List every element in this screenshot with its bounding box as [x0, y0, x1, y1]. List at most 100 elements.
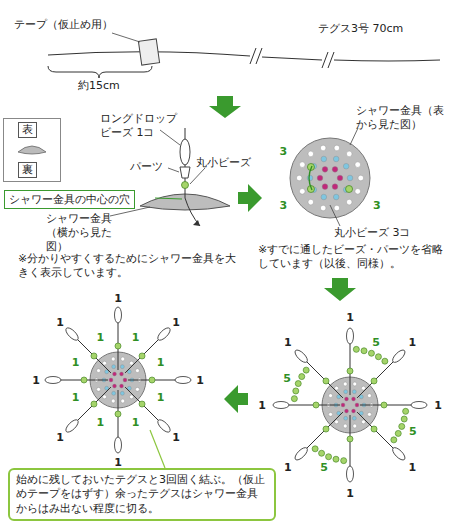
small-bead	[299, 374, 305, 380]
part-label: ※すでに通したビーズ・パーツを省略しています（以後、同様）。	[258, 243, 446, 271]
plate-hole	[334, 145, 340, 151]
plate-hole	[343, 382, 347, 386]
note-box: 始めに残しておいたテグスと3回固く結ぶ。（仮止めテープをはずす）余ったテグスはシ…	[8, 468, 276, 521]
callout-number: 1	[156, 357, 166, 368]
callout-number: 5	[371, 337, 381, 348]
small-bead	[81, 377, 87, 383]
long-drop-bead	[156, 418, 172, 434]
plate-hole	[109, 378, 113, 382]
plate-hole	[120, 365, 124, 369]
step-arrow	[238, 184, 262, 212]
plate-hole	[120, 372, 124, 376]
plate-hole	[123, 378, 127, 382]
step-arrow	[324, 278, 356, 301]
long-drop-bead	[293, 348, 309, 364]
plate-hole	[355, 162, 361, 168]
callout-number: 1	[96, 332, 106, 343]
plate-hole	[343, 424, 347, 428]
long-drop-bead	[115, 437, 122, 453]
plate-hole	[332, 184, 338, 190]
step-arrow	[224, 385, 248, 413]
long-drop-bead	[391, 348, 407, 364]
plate-hole	[97, 387, 101, 391]
callout-number: 1	[407, 337, 417, 348]
callout-number: 1	[345, 488, 355, 499]
step-arrow	[209, 96, 241, 118]
plate-hole	[112, 365, 116, 369]
small-bead	[326, 454, 332, 460]
small-bead	[333, 456, 339, 462]
plate-hole	[113, 372, 117, 376]
plate-hole	[120, 391, 124, 395]
small-bead	[323, 378, 329, 384]
long-drop-bead	[156, 326, 172, 342]
small-bead	[375, 354, 381, 360]
callout-number: 1	[195, 375, 205, 386]
small-bead	[382, 358, 388, 364]
callout-number: 1	[345, 312, 355, 323]
small-bead	[91, 401, 97, 407]
small-bead	[403, 408, 409, 414]
leader-line	[160, 130, 180, 145]
thread	[306, 412, 343, 449]
small-bead	[341, 458, 347, 464]
part-label: ロングドロップビーズ 1コ	[100, 112, 182, 140]
callout-number: 5	[408, 426, 418, 437]
node-text: 始めに残しておいたテグスと3回固く結ぶ。（仮止めテープをはずす）余ったテグスはシ…	[16, 473, 268, 516]
callout-number: 3	[278, 200, 288, 211]
plate-hole	[355, 403, 359, 407]
plate-hole	[121, 399, 125, 403]
leader-line	[330, 205, 340, 226]
callout-number: 1	[156, 392, 166, 403]
thread	[357, 361, 394, 398]
small-bead	[347, 436, 353, 442]
plate-hole	[329, 412, 333, 416]
callout-number: 1	[55, 432, 65, 443]
small-bead	[149, 377, 155, 383]
long-drop-bead	[64, 326, 80, 342]
thread	[125, 387, 159, 421]
thread-path	[309, 166, 312, 190]
small-bead	[115, 343, 121, 349]
node-text: 表	[18, 122, 37, 138]
callout-number: 1	[55, 317, 65, 328]
long-drop-bead	[293, 446, 309, 462]
part-label: テグス3号 70cm	[318, 22, 403, 36]
leader-line	[155, 198, 182, 199]
small-bead	[401, 416, 407, 422]
note-box: シャワー金具の中心の穴	[4, 190, 135, 209]
long-drop-bead	[45, 377, 61, 384]
part	[180, 167, 190, 178]
thread	[262, 57, 322, 60]
callout-number: 1	[96, 417, 106, 428]
plate-hole	[355, 189, 361, 195]
small-bead	[312, 446, 318, 452]
callout-number: 1	[31, 375, 41, 386]
plate-hole	[352, 416, 356, 420]
small-bead	[115, 411, 121, 417]
thread-arrow	[193, 220, 200, 226]
plate-hole	[322, 184, 328, 190]
plate-hole	[344, 416, 348, 420]
callout-number: 1	[407, 462, 417, 473]
callout-number: 1	[113, 457, 123, 468]
callout-number: 1	[71, 392, 81, 403]
small-bead	[182, 182, 189, 189]
plate-hole	[296, 175, 302, 181]
plate-hole	[343, 163, 349, 169]
node-text: 裏	[18, 162, 37, 178]
long-drop-bead	[180, 139, 190, 165]
plate-hole	[321, 156, 327, 162]
thread	[306, 361, 343, 398]
plate-hole	[120, 384, 124, 388]
small-bead	[323, 426, 329, 432]
plate-hole	[341, 403, 345, 407]
plate-hole	[320, 205, 326, 211]
small-bead	[319, 450, 325, 456]
plate-hole	[113, 384, 117, 388]
front-back-key: 表裏	[3, 118, 61, 182]
long-drop-bead	[411, 402, 427, 409]
plate-hole	[321, 194, 327, 200]
plate-hole	[299, 189, 305, 195]
plate-hole	[320, 145, 326, 151]
